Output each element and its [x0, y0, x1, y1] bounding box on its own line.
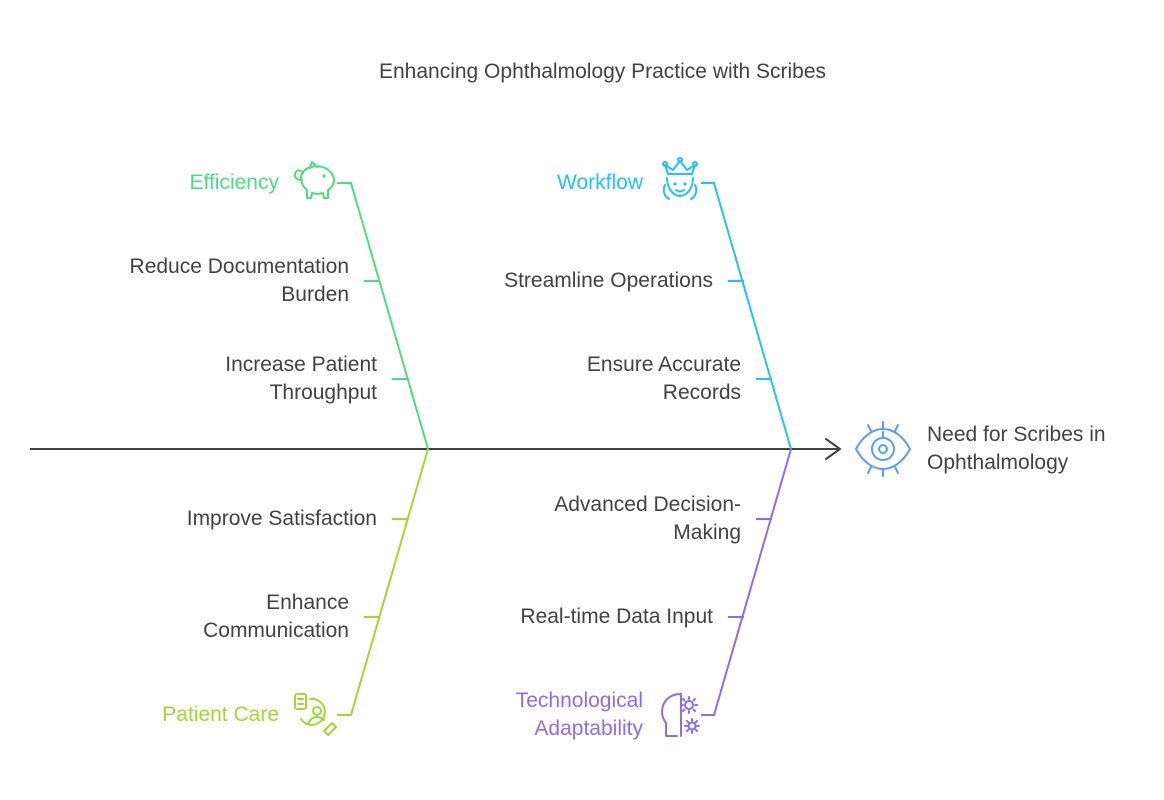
cause-line: Throughput: [269, 381, 377, 404]
technological-bone: [701, 448, 792, 716]
workflow-bone: [701, 182, 792, 450]
crown-person-icon: [662, 157, 698, 200]
cause-ensure-accurate-records: Ensure Accurate Records: [430, 351, 741, 407]
effect-line: Ophthalmology: [927, 451, 1069, 474]
cause-streamline-operations: Streamline Operations: [430, 267, 713, 295]
efficiency-bone: [337, 182, 429, 450]
effect-line: Need for Scribes in: [927, 423, 1106, 446]
piggy-bank-icon: [293, 161, 335, 199]
cause-advanced-decision-making: Advanced Decision- Making: [430, 491, 741, 547]
cause-reduce-documentation: Reduce Documentation Burden: [60, 253, 349, 309]
cause-line: Enhance: [266, 591, 349, 614]
cause-increase-throughput: Increase Patient Throughput: [60, 351, 377, 407]
category-label-technological: Technological Adaptability: [440, 687, 643, 743]
patient-record-icon: [294, 693, 337, 736]
cause-line: Making: [673, 521, 741, 544]
cause-line: Increase Patient: [225, 353, 377, 376]
cause-line: Real-time Data Input: [520, 605, 713, 628]
category-label-technological-line2: Adaptability: [534, 717, 643, 740]
spine-arrowhead: [825, 438, 841, 460]
cause-real-time-data-input: Real-time Data Input: [430, 603, 713, 631]
diagram-title: Enhancing Ophthalmology Practice with Sc…: [378, 60, 827, 83]
cause-line: Records: [662, 381, 741, 404]
cause-line: Improve Satisfaction: [186, 507, 377, 530]
category-label-workflow: Workflow: [557, 171, 643, 194]
category-label-efficiency: Efficiency: [189, 171, 280, 194]
effect-label: Need for Scribes in Ophthalmology: [927, 421, 1106, 477]
cause-line: Communication: [203, 619, 349, 642]
category-label-patient-care: Patient Care: [162, 703, 279, 726]
head-gear-icon: [661, 693, 700, 737]
category-label-technological-line1: Technological: [515, 689, 643, 712]
cause-line: Reduce Documentation: [129, 255, 349, 278]
cause-enhance-communication: Enhance Communication: [60, 589, 349, 645]
cause-line: Burden: [281, 283, 349, 306]
cause-line: Ensure Accurate: [586, 353, 741, 376]
cause-improve-satisfaction: Improve Satisfaction: [60, 505, 377, 533]
cause-line: Streamline Operations: [504, 269, 713, 292]
eye-icon: [855, 421, 911, 477]
patient-care-bone: [337, 448, 429, 716]
cause-line: Advanced Decision-: [554, 493, 741, 516]
